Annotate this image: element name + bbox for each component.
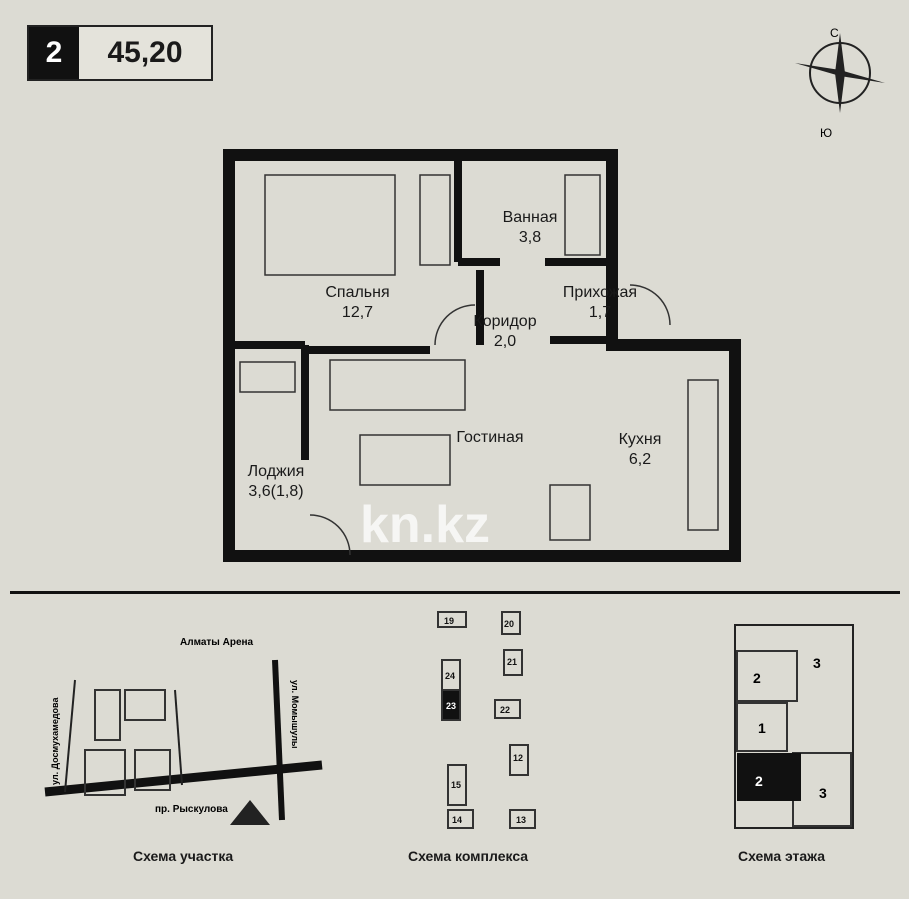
unit-label-highlighted: 2 [755,773,763,789]
unit-label: 2 [753,670,761,686]
block-label-highlighted: 23 [446,701,456,711]
site-street-right: ул. Момышулы [290,680,300,749]
block-label: 13 [516,815,526,825]
site-landmark: Алматы Арена [180,637,254,648]
block-label: 20 [504,619,514,629]
unit-label: 1 [758,720,766,736]
floor-caption: Схема этажа [738,848,826,864]
site-avenue: пр. Рыскулова [155,804,228,815]
mountain-icon [230,800,270,825]
compass-icon: С Ю [795,26,885,140]
block-label: 21 [507,657,517,667]
unit-label: 3 [813,655,821,671]
compass-north: С [830,26,839,40]
site-map: Алматы Арена пр. Рыскулова ул. Досмухаме… [44,637,323,825]
floor-scheme: 2 3 1 2 3 [734,624,854,829]
compass-south: Ю [820,126,832,140]
apartment-plan: kn.kz [223,149,741,562]
block-label: 19 [444,616,454,626]
total-area: 45,20 [107,36,183,69]
watermark: kn.kz [360,496,490,554]
unit-label: 3 [819,785,827,801]
site-caption: Схема участка [133,848,234,864]
complex-caption: Схема комплекса [408,848,529,864]
block-label: 14 [452,815,462,825]
block-label: 22 [500,705,510,715]
room-living: Гостиная [456,429,524,446]
block-label: 12 [513,753,523,763]
room-count: 2 [29,27,79,79]
complex-map: 19 20 21 22 23 24 12 13 14 15 [437,611,536,829]
divider [10,591,900,594]
site-street-left: ул. Досмухамедова [50,697,60,785]
block-label: 24 [445,671,455,681]
block-label: 15 [451,780,461,790]
apartment-badge: 2 45,20 [27,25,213,81]
